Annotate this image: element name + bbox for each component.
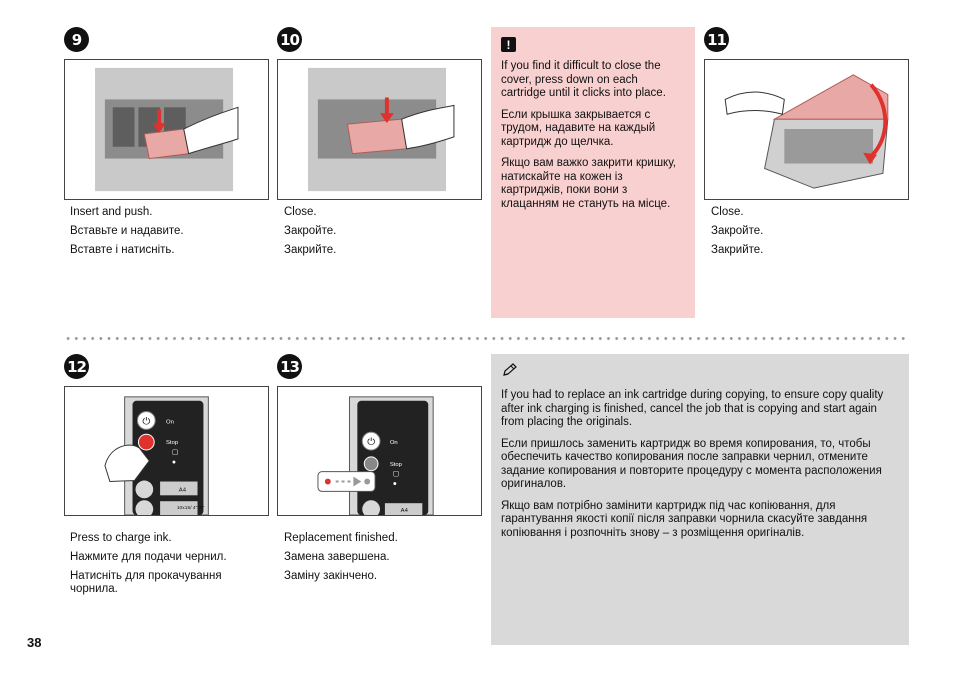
caption-ru: Вставьте и надавите. xyxy=(70,225,184,237)
caption-uk: Заміну закінчено. xyxy=(284,570,378,582)
page-number: 38 xyxy=(27,635,42,650)
step-12-caption: Press to charge ink. Нажмите для подачи … xyxy=(70,532,265,602)
step-10-caption: Close. Закройте. Закрийте. xyxy=(284,206,479,263)
step-10-illustration xyxy=(277,59,482,200)
control-panel-finished-illustration: ⏻ On Stop ▢ ● A4 xyxy=(317,396,434,515)
caption-en: Replacement finished. xyxy=(284,532,398,544)
step-13-illustration: ⏻ On Stop ▢ ● A4 xyxy=(277,386,482,516)
caption-en: Close. xyxy=(284,206,317,218)
caption-ru: Закройте. xyxy=(284,225,337,237)
caption-uk: Вставте і натисніть. xyxy=(70,244,175,256)
a4-label: A4 xyxy=(401,508,409,514)
step-13-caption: Replacement finished. Замена завершена. … xyxy=(284,532,479,589)
svg-text:▢: ▢ xyxy=(393,471,400,478)
svg-text:⏻: ⏻ xyxy=(367,437,375,448)
step-number-13: 13 xyxy=(277,354,302,379)
caution-uk: Якщо вам важко закрити кришку, натискайт… xyxy=(501,157,676,210)
on-label: On xyxy=(166,419,174,425)
exclamation-icon: ! xyxy=(501,37,516,52)
step-12-illustration: ⏻ On Stop ▢ ● A4 10x15/ 4"x6" xyxy=(64,386,269,516)
control-panel-illustration: ⏻ On Stop ▢ ● A4 10x15/ 4"x6" xyxy=(104,396,209,515)
step-9-illustration xyxy=(64,59,269,200)
pencil-icon xyxy=(503,363,517,376)
photo-size-label: 10x15/ 4"x6" xyxy=(177,505,205,511)
close-scanner-illustration xyxy=(724,74,889,189)
stop-label: Stop xyxy=(166,440,179,446)
on-label: On xyxy=(390,440,398,446)
step-number-9: 9 xyxy=(64,27,89,52)
step-number-12: 12 xyxy=(64,354,89,379)
close-cover-illustration xyxy=(308,67,455,192)
step-9-caption: Insert and push. Вставьте и надавите. Вс… xyxy=(70,206,265,263)
svg-text:▢: ▢ xyxy=(172,449,179,456)
caption-en: Insert and push. xyxy=(70,206,153,218)
caption-uk: Закрийте. xyxy=(284,244,337,256)
tip-note: If you had to replace an ink cartridge d… xyxy=(491,354,909,645)
caution-ru: Если крышка закрывается с трудом, надави… xyxy=(501,108,656,148)
caution-en: If you find it difficult to close the co… xyxy=(501,60,666,99)
caption-uk: Закрийте. xyxy=(711,244,764,256)
dotted-divider xyxy=(64,337,910,340)
caution-note: ! If you find it difficult to close the … xyxy=(491,27,695,318)
stop-label: Stop xyxy=(390,462,403,468)
step-11-caption: Close. Закройте. Закрийте. xyxy=(711,206,906,263)
caption-ru: Нажмите для подачи чернил. xyxy=(70,551,227,563)
caption-ru: Закройте. xyxy=(711,225,764,237)
insert-cartridge-illustration xyxy=(95,67,239,192)
svg-text:●: ● xyxy=(172,459,176,466)
svg-text:●: ● xyxy=(393,480,397,487)
caption-en: Close. xyxy=(711,206,744,218)
step-11-illustration xyxy=(704,59,909,200)
step-number-10: 10 xyxy=(277,27,302,52)
tip-en: If you had to replace an ink cartridge d… xyxy=(501,389,884,428)
a4-label: A4 xyxy=(179,487,187,493)
step-number-11: 11 xyxy=(704,27,729,52)
tip-uk: Якщо вам потрібно замінити картридж під … xyxy=(501,499,868,539)
tip-ru: Если пришлось заменить картридж во время… xyxy=(501,437,882,491)
caption-en: Press to charge ink. xyxy=(70,532,172,544)
caption-ru: Замена завершена. xyxy=(284,551,390,563)
svg-text:⏻: ⏻ xyxy=(142,416,150,427)
caption-uk: Натисніть для прокачування чорнила. xyxy=(70,570,222,595)
